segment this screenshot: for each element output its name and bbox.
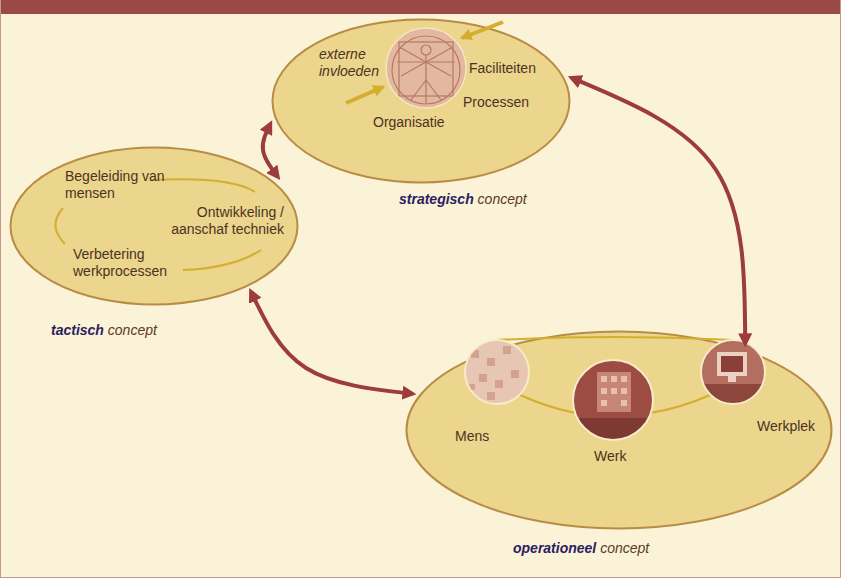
item-label: Begeleiding van mensen: [65, 168, 165, 202]
work-photo: [571, 360, 661, 448]
item-label: Processen: [463, 94, 529, 111]
item-label: Faciliteiten: [469, 60, 536, 77]
cycle-arrow: [572, 78, 746, 343]
influence-arrow: [462, 22, 503, 38]
cycle-arrow: [251, 292, 412, 394]
item-label: Verbetering werkprocessen: [73, 246, 181, 280]
item-label: Mens: [455, 428, 489, 445]
cycle-line: [151, 179, 255, 192]
item-label: Werk: [594, 448, 626, 465]
influence-label: externe invloeden: [319, 46, 391, 80]
cycle-line: [55, 208, 65, 244]
item-label: Werkplek: [757, 418, 815, 435]
item-label: Organisatie: [373, 114, 445, 131]
influence-arrow: [346, 87, 383, 103]
band-line: [520, 395, 576, 413]
concept-heading: strategisch concept: [399, 191, 527, 208]
person-photo: [465, 340, 529, 404]
concept-heading: operationeel concept: [513, 540, 649, 557]
band-line: [650, 395, 710, 413]
cycle-line: [183, 250, 261, 270]
header-bar: [1, 0, 841, 14]
concept-heading: tactisch concept: [51, 322, 157, 339]
item-label: Ontwikkeling / aanschaf techniek: [159, 204, 284, 238]
vitruvian-picture: [386, 28, 466, 108]
cycle-arrow: [263, 124, 278, 177]
concept-ellipse: tactisch conceptBegeleiding van mensenOn…: [9, 146, 299, 306]
band-line: [497, 337, 733, 340]
workplace-photo: [701, 340, 771, 408]
